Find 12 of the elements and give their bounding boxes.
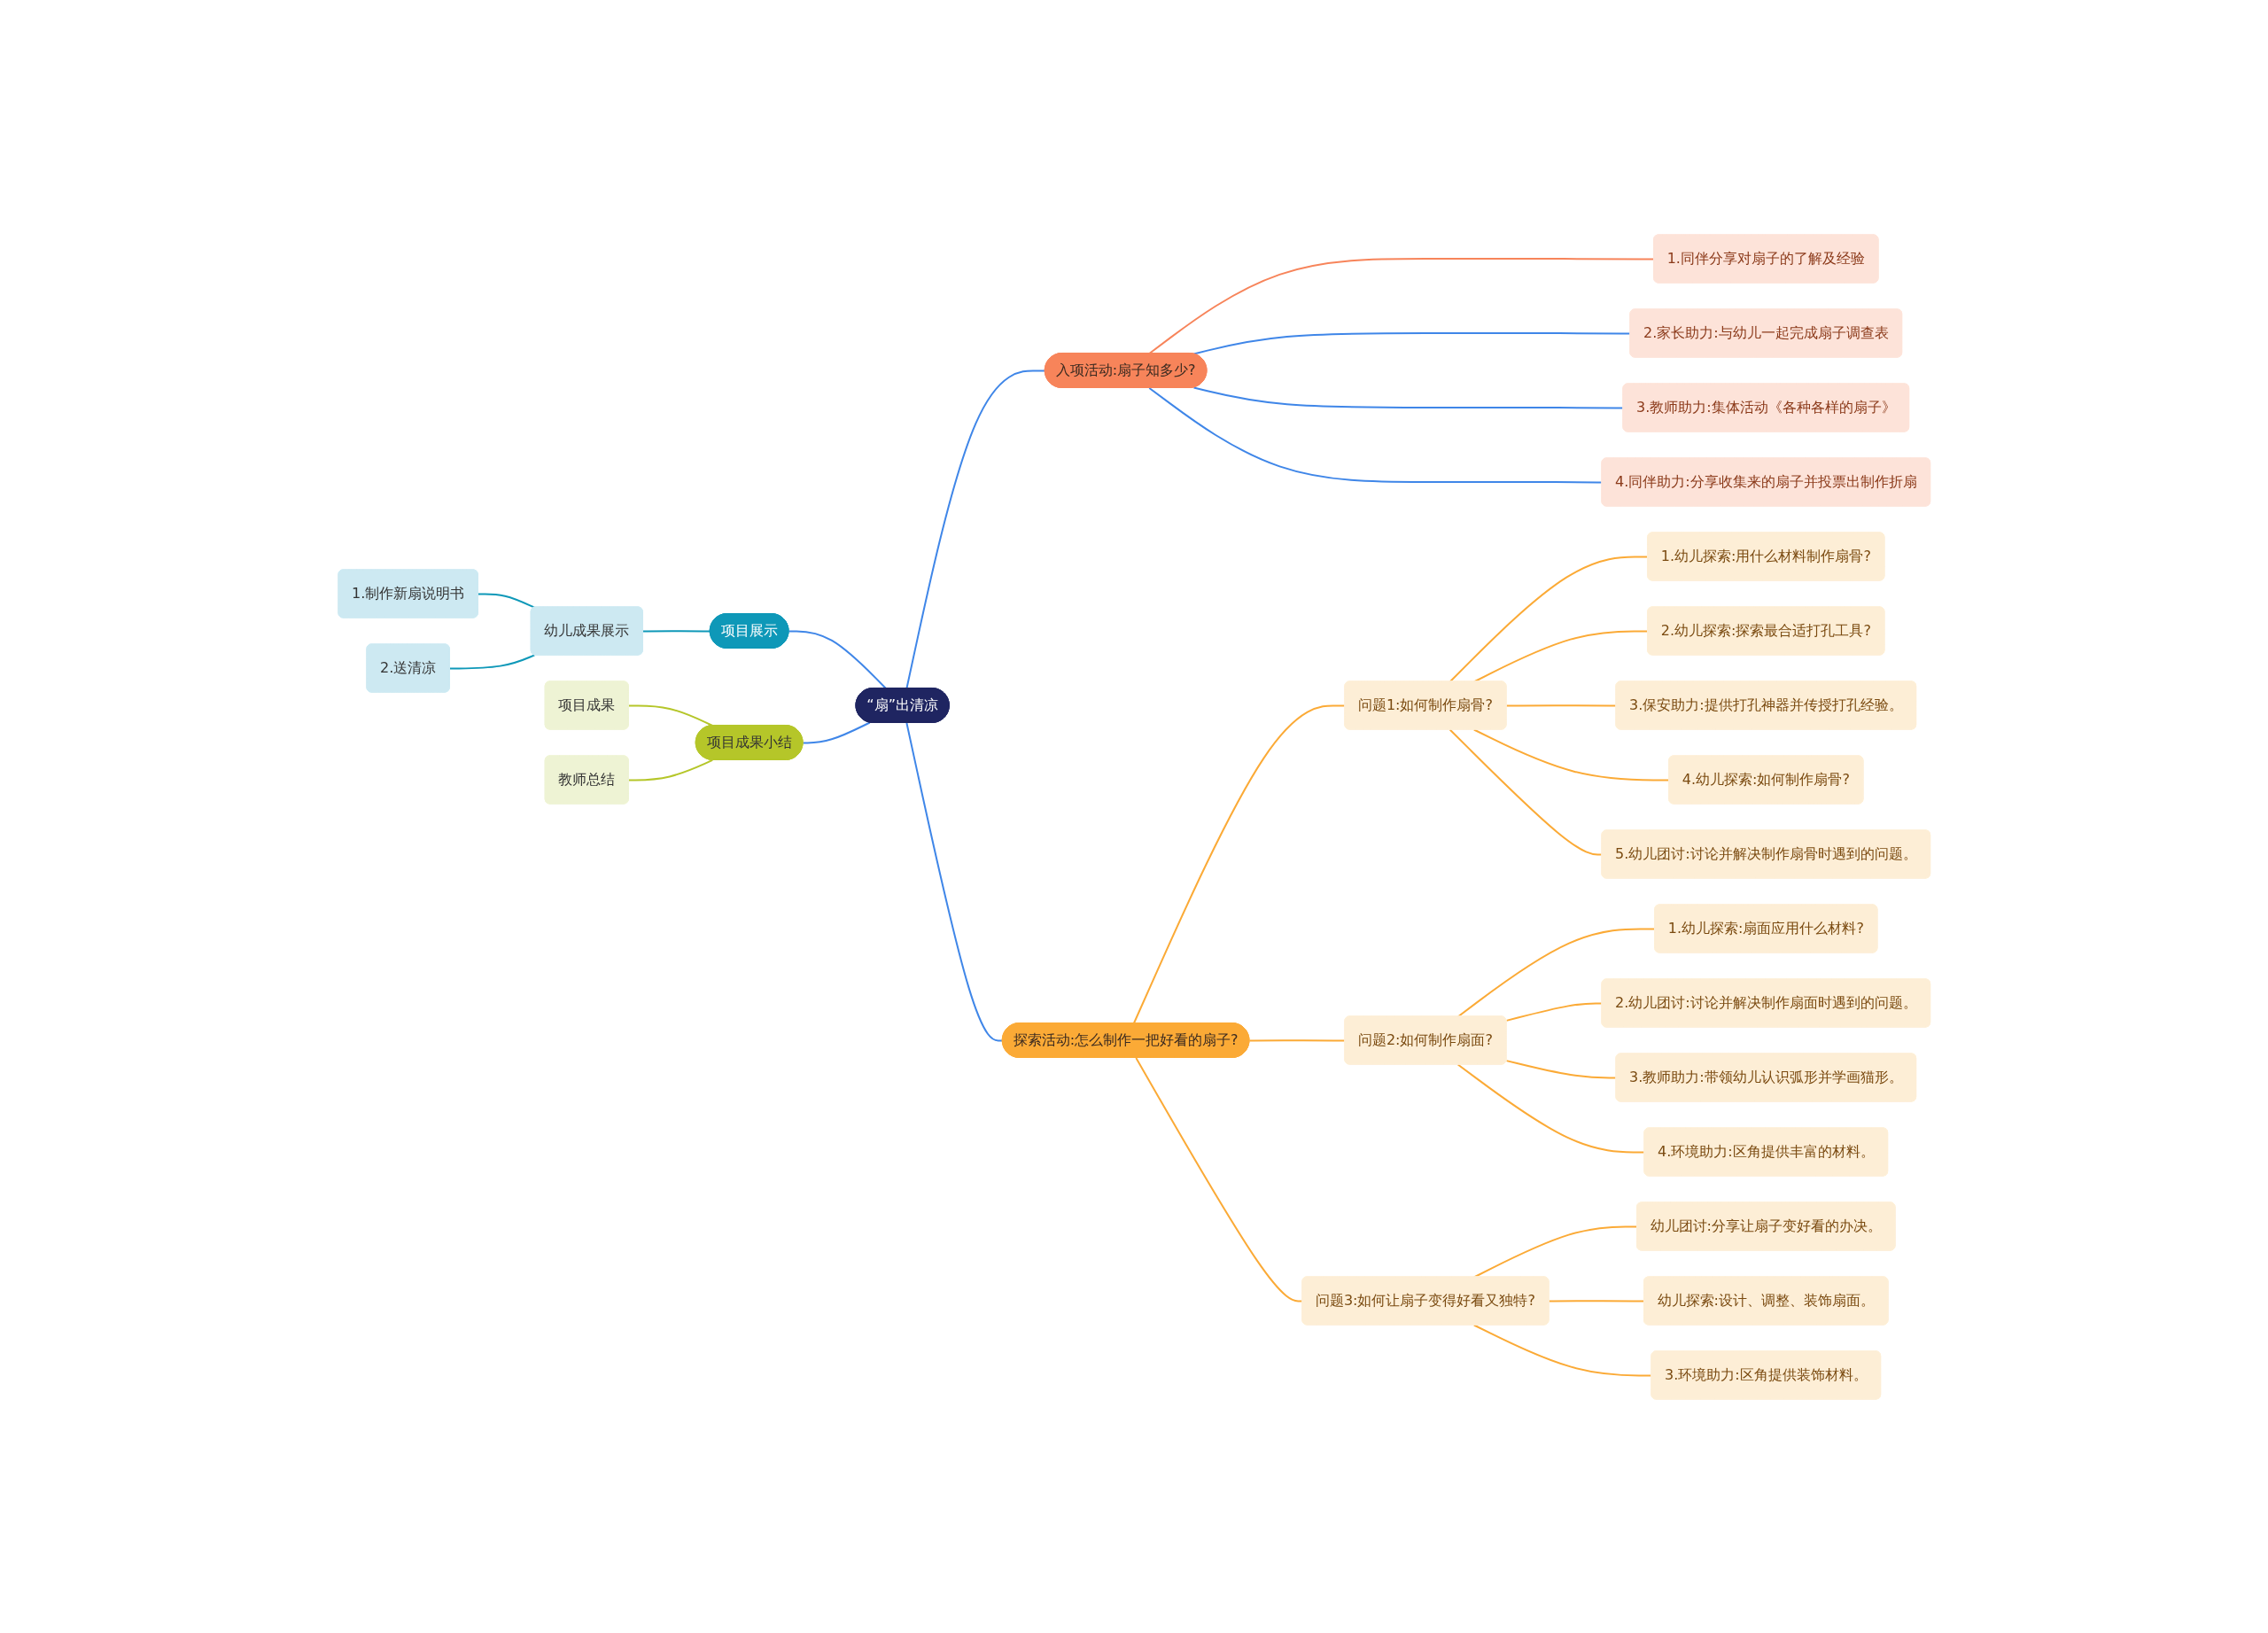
connector: [1449, 555, 1649, 682]
connector: [477, 592, 536, 609]
connector: [641, 629, 711, 632]
connector: [905, 721, 1004, 1041]
connector: [1548, 1299, 1645, 1302]
connector: [627, 758, 713, 781]
connector: [1148, 257, 1655, 354]
connector: [627, 704, 713, 727]
connector: [1456, 927, 1656, 1017]
connector: [1472, 728, 1670, 781]
connector: [448, 653, 536, 669]
connector: [802, 721, 871, 743]
